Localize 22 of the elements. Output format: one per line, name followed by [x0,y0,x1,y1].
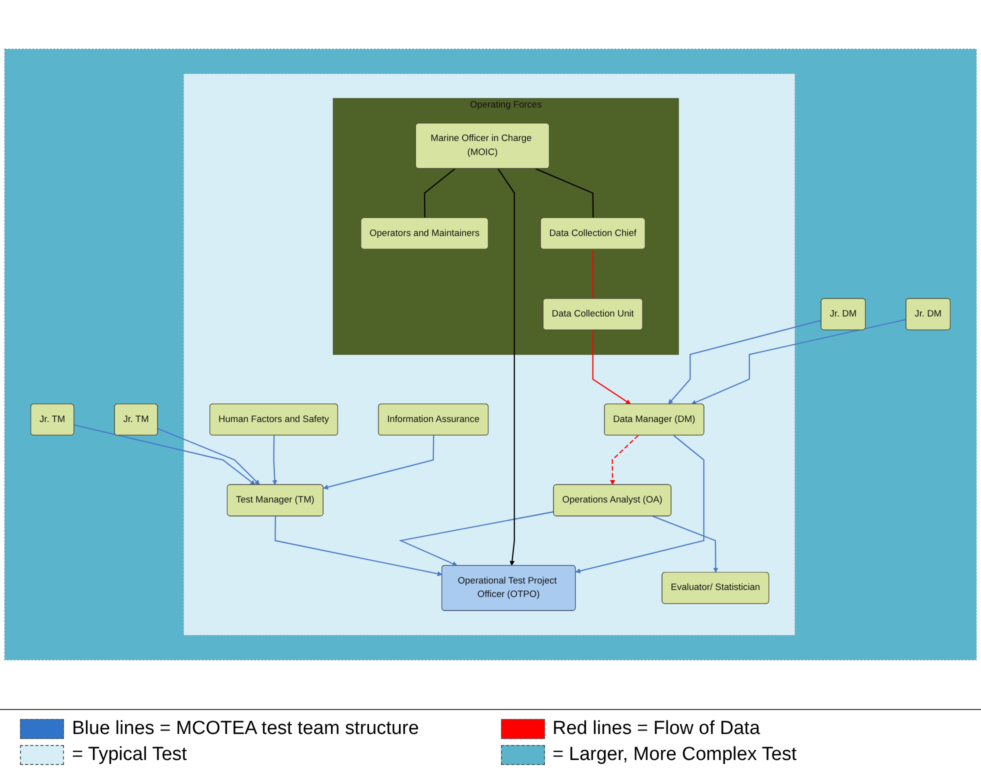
connector [592,249,594,299]
cluster [4,48,977,660]
arrow [274,516,442,576]
arrow [498,168,515,566]
arrow [74,424,256,486]
legend-text: = Typical Test [72,744,187,766]
arrow [272,436,278,486]
connector [535,168,594,218]
arrow [592,330,631,404]
arrow [610,435,639,486]
arrow [158,428,260,486]
legend-text: Blue lines = MCOTEA test team structure [72,718,419,740]
legend-text: Red lines = Flow of Data [552,718,760,740]
arrow [575,435,704,574]
connector [424,168,456,218]
legend-text: = Larger, More Complex Test [552,744,797,766]
arrow [668,320,822,404]
cluster [183,73,796,636]
arrow [652,516,718,573]
arrow [691,318,906,405]
arrow [398,511,554,566]
arrow [323,436,434,490]
